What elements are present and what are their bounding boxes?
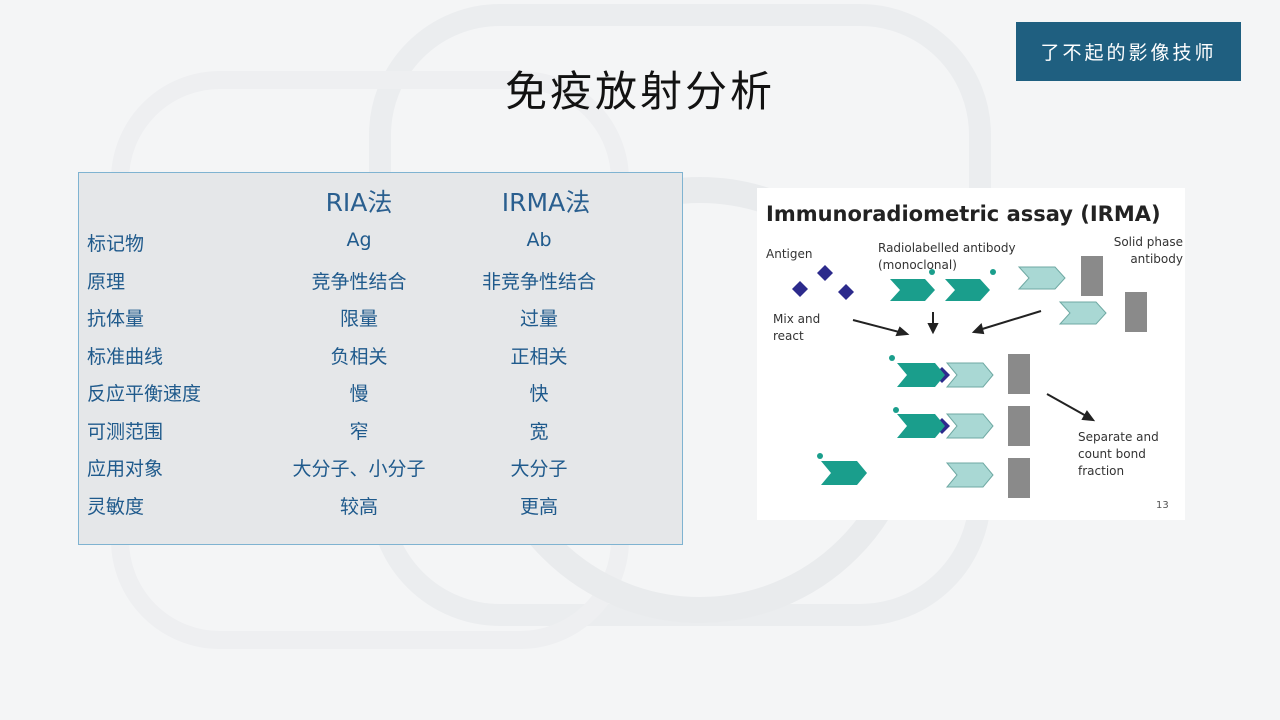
solid-phase-antibody-label: Solid phase antibody	[1113, 235, 1183, 266]
ria-value: 大分子、小分子	[292, 458, 426, 480]
separate-and-count-label: Separate and count bond fraction	[1078, 430, 1159, 478]
table-row: 标记物 Ag Ab	[79, 229, 684, 259]
irma-value: 更高	[519, 495, 558, 518]
solid-phase-antibodies	[945, 266, 1107, 488]
channel-badge: 了不起的影像技师	[1016, 22, 1241, 81]
row-label: 原理	[87, 270, 126, 293]
irma-value: 快	[529, 383, 549, 405]
radiolabelled-antibodies	[817, 269, 996, 485]
row-label: 标记物	[87, 233, 145, 255]
row-label: 灵敏度	[87, 495, 145, 518]
table-row: 灵敏度 较高 更高	[79, 492, 684, 522]
header-irma: IRMA法	[501, 188, 591, 217]
table-row: 标准曲线 负相关 正相关	[79, 342, 684, 372]
ria-value: 负相关	[330, 345, 388, 368]
row-label: 可测范围	[87, 420, 164, 443]
solid-phase-blocks	[1008, 256, 1147, 498]
ria-value: 窄	[349, 420, 369, 443]
ria-value: 较高	[339, 495, 378, 518]
radiolabelled-antibody-label: Radiolabelled antibody (monoclonal)	[878, 241, 1016, 272]
irma-value: 非竞争性结合	[481, 270, 596, 293]
irma-value: 大分子	[510, 458, 568, 480]
figure-title: Immunoradiometric assay (IRMA)	[766, 202, 1161, 226]
irma-value: 正相关	[510, 345, 568, 368]
table-row: 原理 竞争性结合 非竞争性结合	[79, 267, 684, 297]
table-row: 可测范围 窄 宽	[79, 417, 684, 447]
page-number: 13	[1156, 500, 1169, 511]
ria-value: Ag	[346, 229, 372, 251]
row-label: 抗体量	[87, 308, 145, 330]
ria-value: 慢	[349, 383, 369, 405]
irma-diagram: Immunoradiometric assay (IRMA) Antigen R…	[757, 188, 1185, 520]
comparison-table: RIA法 IRMA法 标记物 Ag Ab 原理 竞争性结合 非竞争性结合抗体量 限量 过量标准…	[78, 172, 683, 545]
header-ria: RIA法	[325, 188, 393, 217]
table-row: 抗体量 限量 过量	[79, 304, 684, 334]
table-row: 反应平衡速度 慢 快	[79, 379, 684, 409]
row-label: 标准曲线	[87, 345, 164, 368]
slide-title: 免疫放射分析	[504, 67, 775, 116]
row-label: 反应平衡速度	[87, 383, 202, 405]
ria-value: 竞争性结合	[311, 270, 407, 293]
irma-value: 过量	[519, 308, 558, 330]
channel-badge-text: 了不起的影像技师	[1040, 42, 1217, 64]
antigen-label: Antigen	[766, 247, 813, 261]
reaction-arrows	[852, 310, 1096, 422]
ria-value: 限量	[339, 308, 378, 330]
irma-diagram-graphic	[792, 256, 1147, 498]
mix-and-react-label: Mix and react	[773, 312, 821, 343]
irma-value: 宽	[529, 420, 549, 443]
row-label: 应用对象	[87, 458, 164, 480]
table-row: 应用对象 大分子、小分子 大分子	[79, 454, 684, 484]
irma-value: Ab	[526, 229, 552, 251]
